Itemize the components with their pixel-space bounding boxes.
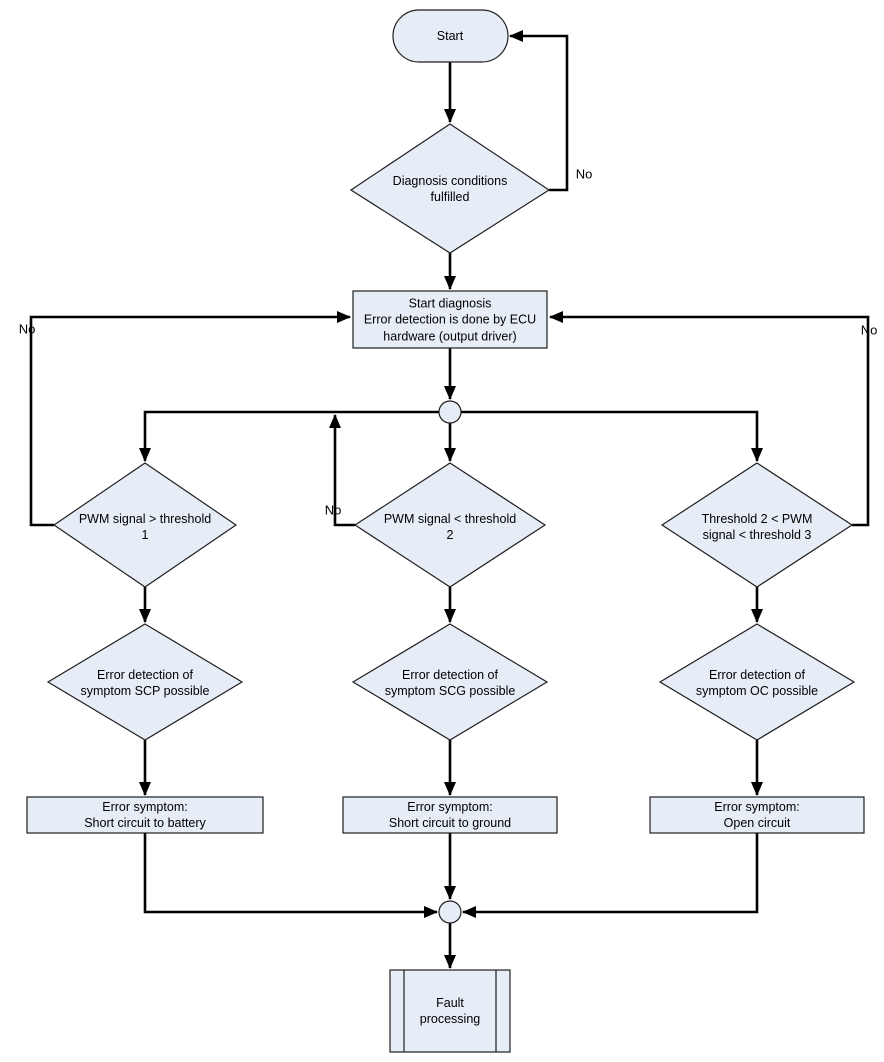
edge-left-no-return <box>29 311 351 527</box>
no-label-right: No <box>860 322 878 338</box>
symptom-ground-process <box>342 796 558 834</box>
oc-possible-label: Error detection of symptom OC possible <box>695 667 819 698</box>
no-label-middle: No <box>324 502 342 518</box>
symptom-open-label: Error symptom: Open circuit <box>714 799 800 830</box>
fault-processing-predefined <box>389 969 511 1053</box>
edge-middle-no-return <box>329 414 355 527</box>
scg-possible-label: Error detection of symptom SCG possible <box>384 667 516 698</box>
symptom-open-process <box>649 796 865 834</box>
edge-open-to-junction2 <box>462 833 759 918</box>
edge-junction-to-left-decision <box>139 410 439 462</box>
pwm-gt-threshold1-label: PWM signal > threshold 1 <box>78 511 212 542</box>
pwm-gt-threshold1-decision <box>52 462 238 588</box>
no-label-top: No <box>575 166 593 182</box>
symptom-battery-label: Error symptom: Short circuit to battery <box>84 799 206 830</box>
edge-junction-to-right-decision <box>461 410 763 462</box>
fault-processing-label: Fault processing <box>419 995 481 1026</box>
diagnosis-conditions-decision <box>349 123 551 254</box>
threshold2-pwm-threshold3-label: Threshold 2 < PWM signal < threshold 3 <box>701 511 813 542</box>
diagnosis-conditions-label: Diagnosis conditions fulfilled <box>392 173 508 204</box>
start-label: Start <box>436 28 464 43</box>
start-diagnosis-process <box>352 290 548 349</box>
edge-diagnosis-no-loop <box>509 30 569 192</box>
scg-possible-decision <box>351 623 549 741</box>
edge-right-no-return <box>549 311 870 527</box>
junction-bottom <box>438 900 462 924</box>
junction-top <box>438 400 462 424</box>
no-label-left: No <box>18 321 36 337</box>
symptom-battery-process <box>26 796 264 834</box>
start-terminator <box>392 9 509 63</box>
scp-possible-decision <box>46 623 244 741</box>
pwm-lt-threshold2-decision <box>353 462 547 588</box>
edge-battery-to-junction2 <box>143 833 438 918</box>
start-diagnosis-label: Start diagnosis Error detection is done … <box>363 296 537 344</box>
symptom-ground-label: Error symptom: Short circuit to ground <box>388 799 512 830</box>
threshold2-pwm-threshold3-decision <box>660 462 854 588</box>
pwm-lt-threshold2-label: PWM signal < threshold 2 <box>383 511 517 542</box>
oc-possible-decision <box>658 623 856 741</box>
scp-possible-label: Error detection of symptom SCP possible <box>80 667 210 698</box>
